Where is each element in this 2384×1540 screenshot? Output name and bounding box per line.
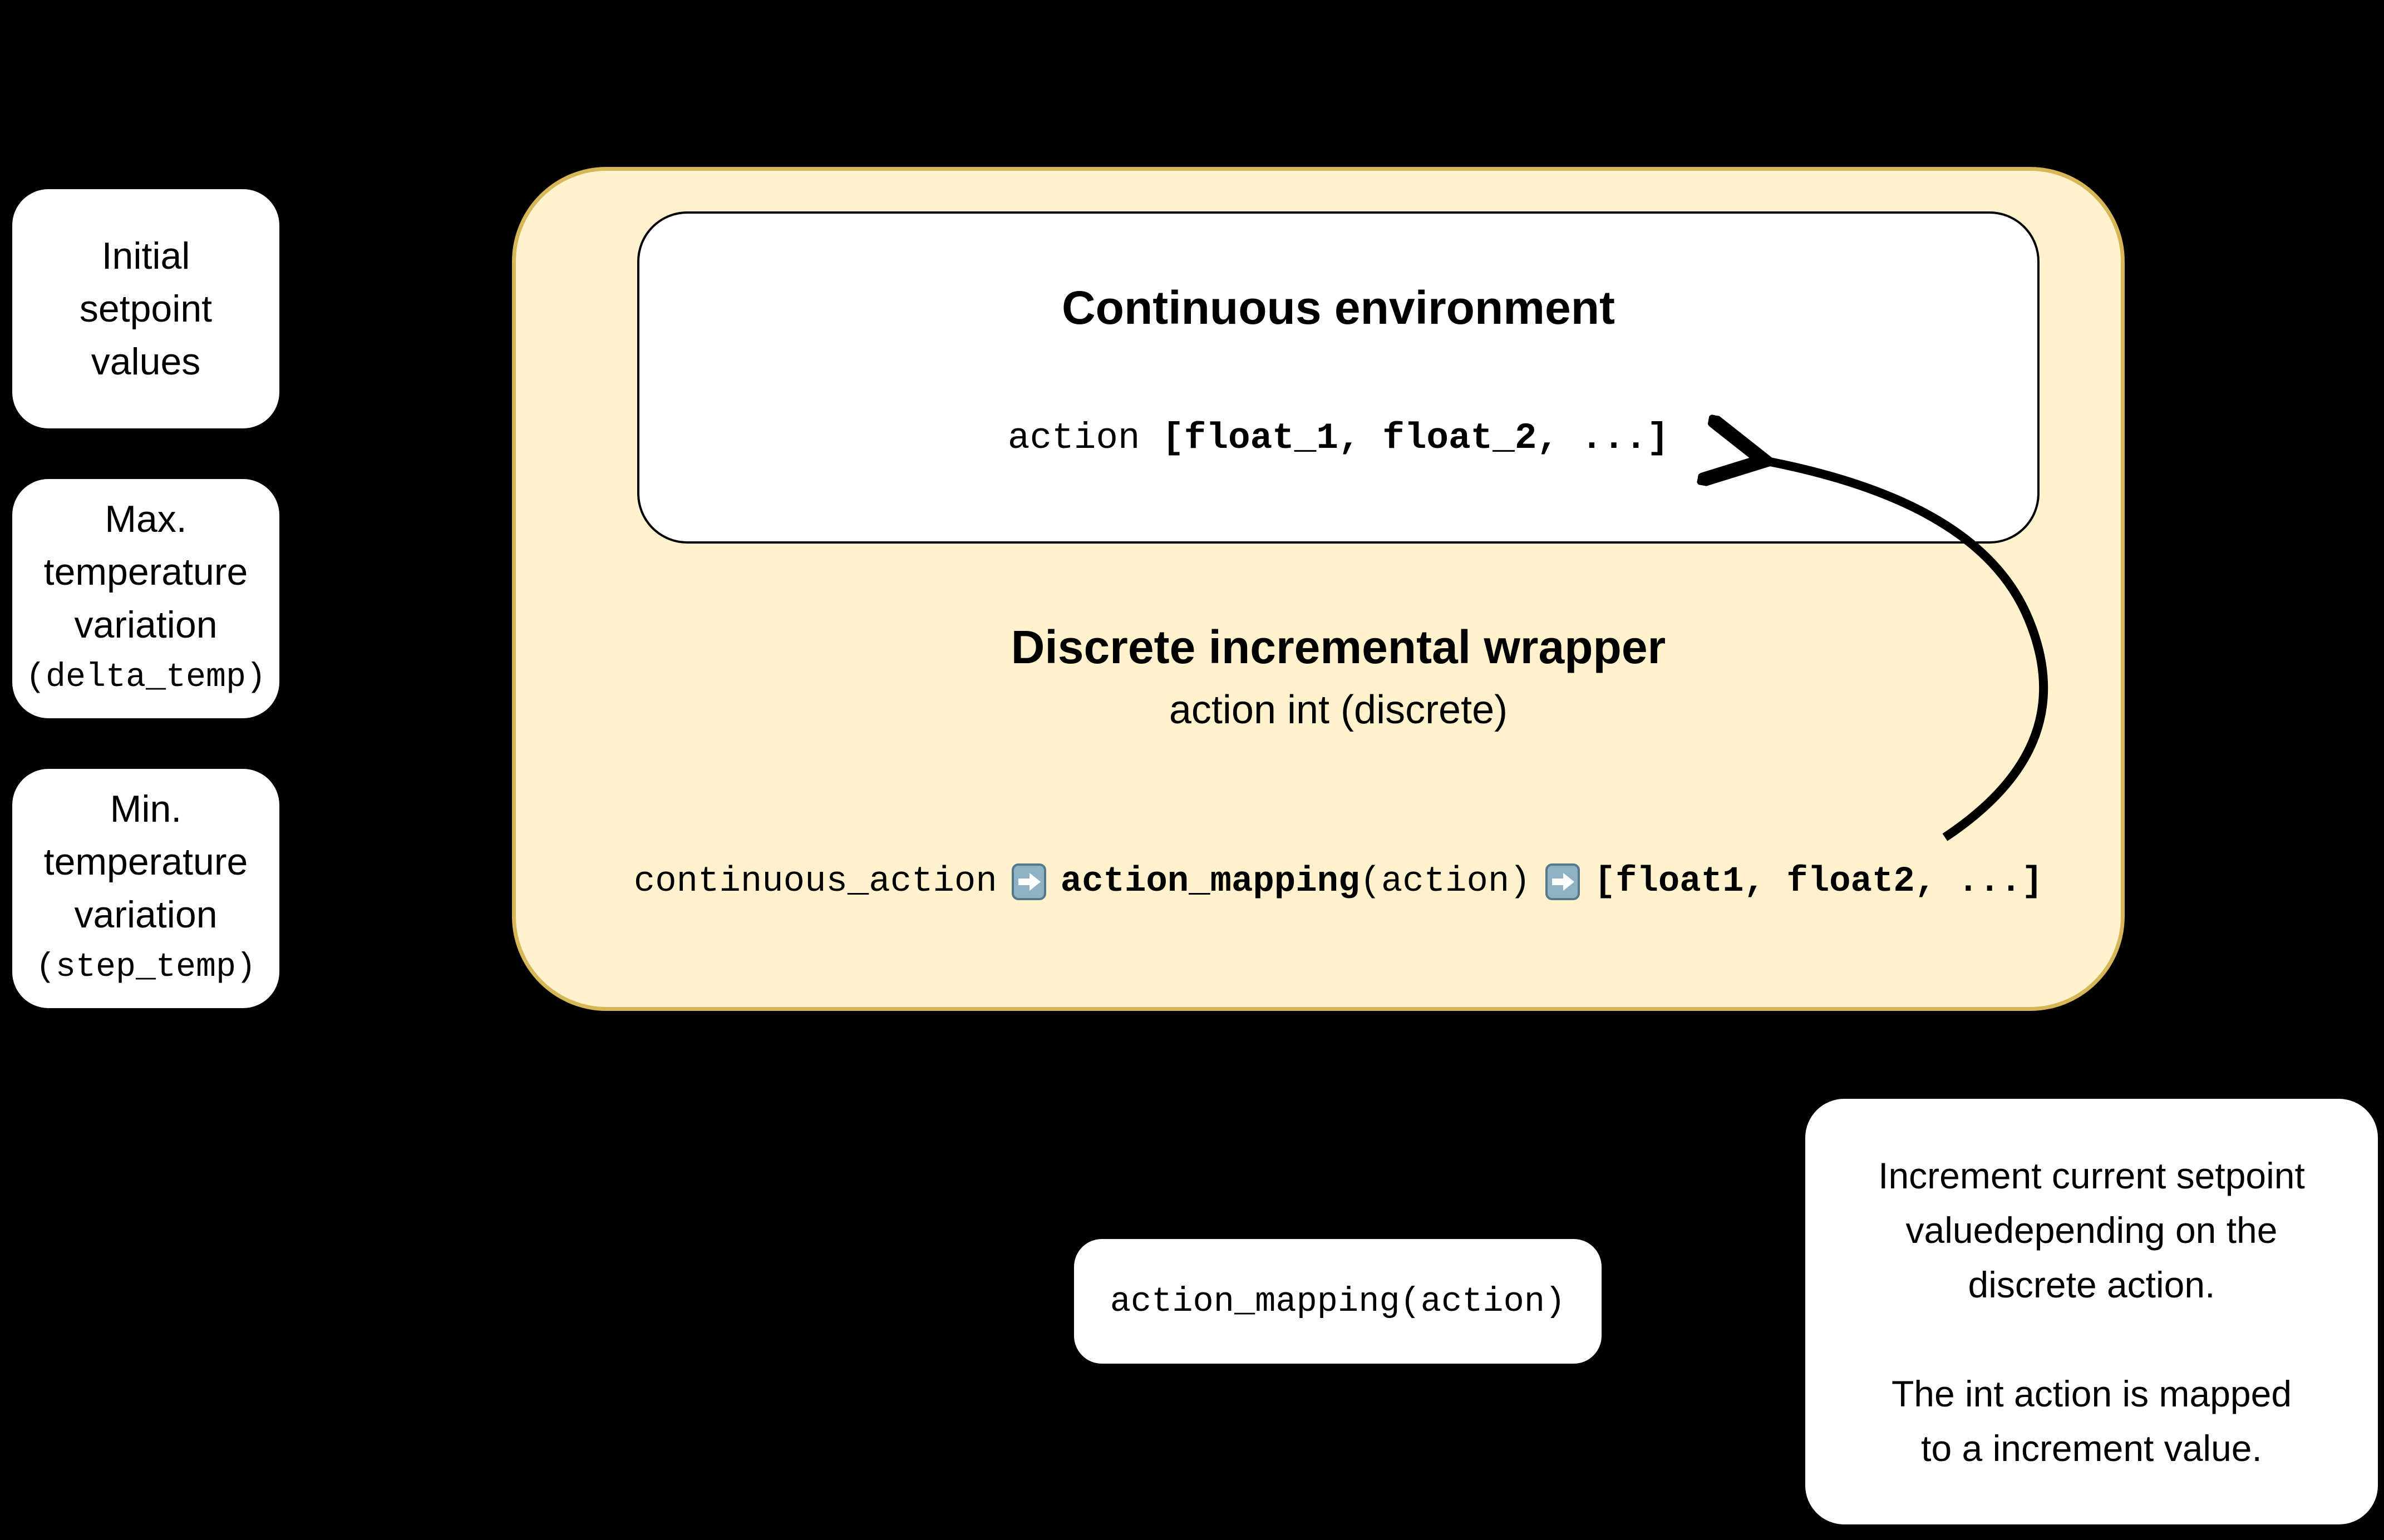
min-temp-line: temperature <box>43 841 248 883</box>
max-temp-line: Max. <box>105 498 187 540</box>
max-temp-variation-box: Max. temperature variation (delta_temp) <box>12 479 279 718</box>
continuous-environment-box <box>637 211 2040 544</box>
action-mapping-label: action_mapping(action) <box>1110 1281 1566 1321</box>
min-temp-variation-box: Min. temperature variation (step_temp) <box>12 769 279 1008</box>
pipeline-function-args: (action) <box>1360 862 1531 902</box>
note-line: The int action is mapped <box>1891 1373 2292 1414</box>
initial-setpoint-box: Initial setpoint values <box>12 189 279 428</box>
note-line: to a increment value. <box>1921 1427 2262 1469</box>
note-line-spacer <box>1805 1312 2378 1366</box>
right-arrow-icon <box>1011 863 1046 900</box>
continuous-environment-title: Continuous environment <box>1062 282 1615 334</box>
max-temp-param-code: (delta_temp) <box>25 659 267 697</box>
pipeline-output: [float1, float2, ...] <box>1594 862 2043 902</box>
pipeline-function-name: action_mapping <box>1060 862 1360 902</box>
min-temp-param-code: (step_temp) <box>35 949 257 986</box>
wrapper-subtitle: action int (discrete) <box>1169 688 1508 732</box>
action-prefix: action <box>1007 417 1163 459</box>
min-temp-line: variation <box>74 894 218 936</box>
action-value: [float_1, float_2, ...] <box>1162 417 1669 459</box>
pipeline-function: action_mapping(action) <box>1061 862 1531 902</box>
action-mapping-pipeline: continuous_action action_mapping(action)… <box>551 846 2126 918</box>
min-temp-line: Min. <box>110 788 182 830</box>
max-temp-line: temperature <box>43 551 248 593</box>
wrapper-title: Discrete incremental wrapper <box>1011 621 1666 673</box>
right-arrow-icon <box>1545 863 1580 900</box>
initial-setpoint-line: values <box>91 340 201 383</box>
action-mapping-function-box: action_mapping(action) <box>1074 1239 1602 1364</box>
note-line: Increment current setpoint <box>1878 1154 2305 1196</box>
initial-setpoint-line: Initial <box>101 234 190 277</box>
increment-note-box: Increment current setpoint valuedependin… <box>1805 1099 2378 1524</box>
environment-action-signature: action [float_1, float_2, ...] <box>637 417 2040 459</box>
max-temp-line: variation <box>74 604 218 646</box>
note-line: discrete action. <box>1968 1263 2215 1305</box>
initial-setpoint-line: setpoint <box>79 287 213 330</box>
pipeline-input: continuous_action <box>633 862 997 902</box>
note-line: valuedepending on the <box>1905 1209 2278 1251</box>
